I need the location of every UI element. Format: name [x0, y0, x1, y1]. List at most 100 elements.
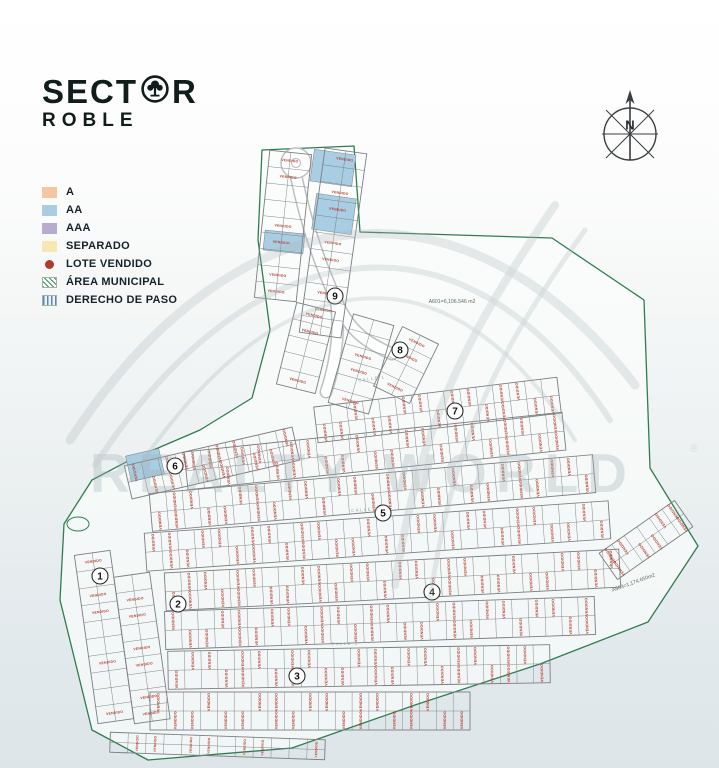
legend-item: LOTE VENDIDO [42, 258, 177, 270]
sold-label: VENDIDO [242, 738, 247, 755]
sold-label: VENDIDO [304, 480, 310, 498]
sold-label: VENDIDO [325, 693, 329, 711]
sold-label: VENDIDO [254, 485, 260, 503]
sold-label: VENDIDO [585, 616, 590, 634]
sold-label: VENDIDO [391, 666, 395, 684]
sold-label: VENDIDO [334, 583, 339, 601]
sold-label: VENDIDO [171, 612, 176, 630]
sold-label: VENDIDO [529, 573, 534, 591]
compass-rose-icon: N [602, 90, 658, 161]
sold-label: VENDIDO [439, 444, 445, 462]
block-number-circle [391, 341, 409, 359]
sold-label: VENDIDO [473, 647, 477, 665]
sold-label: VENDIDO [281, 158, 299, 164]
sold-label: VENDIDO [235, 546, 240, 564]
legend-item: AAA [42, 222, 177, 234]
lot-strip: VENDIDO VENDIDO VENDIDO VENDIDO VENDIDO VENDI… [143, 500, 612, 572]
sold-label: VENDIDO [393, 711, 397, 729]
block-number: 8 [397, 345, 403, 356]
sold-label: VENDIDO [501, 463, 507, 481]
sold-label: VENDIDO [136, 661, 154, 667]
sold-label: VENDIDO [443, 711, 447, 729]
sold-label: VENDIDO [185, 549, 190, 567]
sold-label: VENDIDO [301, 328, 319, 336]
block-number: 2 [175, 599, 181, 610]
sold-label: VENDIDO [401, 396, 407, 414]
sold-label: VENDIDO [387, 415, 393, 433]
sold-label: VENDIDO [457, 665, 461, 683]
sold-label: VENDIDO [517, 462, 523, 480]
sold-label: VENDIDO [501, 401, 507, 419]
sold-label: VENDIDO [533, 397, 539, 415]
sold-label: VENDIDO [420, 489, 426, 507]
compass-north-label: N [625, 118, 634, 133]
sold-label: VENDIDO [252, 569, 257, 587]
sold-label: VENDIDO [421, 427, 427, 445]
sold-label: VENDIDO [272, 501, 278, 519]
page-title: SECT R [42, 74, 198, 109]
legend-item: SEPARADO [42, 240, 177, 252]
sold-label: VENDIDO [340, 454, 346, 472]
title-suffix: R [172, 73, 198, 110]
sold-label: VENDIDO [505, 437, 511, 455]
sold-label: VENDIDO [89, 592, 107, 598]
sold-label: VENDIDO [387, 491, 393, 509]
sold-label: VENDIDO [401, 534, 406, 552]
sold-label: VENDIDO [470, 422, 476, 440]
sold-label: VENDIDO [274, 223, 292, 229]
sold-label: VENDIDO [496, 574, 501, 592]
legend-swatch [42, 240, 57, 252]
sold-label: VENDIDO [169, 550, 174, 568]
sold-label: VENDIDO [307, 650, 311, 668]
sold-label: VENDIDO [322, 257, 340, 263]
sold-label: VENDIDO [440, 666, 444, 684]
sold-label: VENDIDO [129, 612, 147, 618]
sold-label: VENDIDO [287, 482, 293, 500]
sold-label: VENDIDO [203, 572, 208, 590]
watermark-swoosh [427, 227, 588, 603]
lot-dividers [110, 732, 325, 760]
block-number: 9 [332, 291, 338, 302]
sold-label: VENDIDO [354, 624, 359, 642]
sold-label: VENDIDO [241, 669, 245, 687]
sold-label: VENDIDO [308, 693, 312, 711]
sold-label: VENDIDO [140, 694, 158, 700]
watermark-swoosh [65, 229, 640, 445]
block-number-badge: 1 [91, 567, 109, 585]
sold-label: VENDIDO [336, 156, 354, 162]
sold-label: VENDIDO [500, 527, 505, 545]
sold-label: VENDIDO [285, 542, 290, 560]
block-number: 1 [97, 571, 103, 582]
sold-label: VENDIDO [320, 625, 325, 643]
sold-label: VENDIDO [550, 459, 556, 477]
block-number: 7 [452, 406, 458, 417]
watermark-swoosh [391, 201, 559, 589]
lot-dividers [145, 501, 610, 571]
sold-label: VENDIDO [512, 555, 517, 573]
title-prefix: SECT [42, 73, 139, 110]
sold-lot-dot-icon [42, 259, 57, 270]
sold-label: VENDIDO [236, 570, 241, 588]
sold-label: VENDIDO [490, 665, 494, 683]
sold-label: VENDIDO [552, 414, 558, 432]
legend-swatch [42, 204, 57, 216]
sold-label: VENDIDO [215, 444, 223, 463]
sold-label: VENDIDO [291, 711, 295, 729]
sold-label: VENDIDO [519, 480, 525, 498]
sold-label: VENDIDO [390, 449, 396, 467]
sold-label: VENDIDO [506, 646, 510, 664]
sold-label: VENDIDO [207, 693, 211, 711]
sold-label: VENDIDO [450, 390, 456, 408]
sold-label: VENDIDO [238, 628, 243, 646]
block-number-badge: 8 [391, 341, 409, 359]
block-number-circle [166, 457, 184, 475]
sold-label: VENDIDO [106, 710, 124, 716]
sold-label: VENDIDO [181, 452, 189, 471]
sold-label: VENDIDO [315, 307, 333, 313]
block-number: 4 [429, 587, 435, 598]
sold-label: VENDIDO [279, 174, 297, 180]
sold-label: VENDIDO [334, 539, 339, 557]
